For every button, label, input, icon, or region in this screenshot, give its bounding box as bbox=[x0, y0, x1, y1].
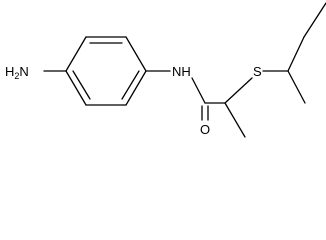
ring-bond bbox=[65, 70, 87, 106]
ring-double-bond bbox=[72, 70, 91, 100]
alpha-methyl-bond bbox=[224, 102, 246, 138]
structure-svg: H2N NH S O bbox=[5, 2, 326, 138]
ring-double-bond bbox=[121, 70, 140, 100]
ch-methyl-bond bbox=[287, 70, 306, 104]
amine-h: H bbox=[5, 64, 14, 79]
molecule-diagram: H2N NH S O bbox=[5, 2, 326, 138]
amide-nh-label: NH bbox=[172, 64, 191, 79]
ch-ethyl-bond bbox=[287, 36, 305, 72]
amine-label: H2N bbox=[5, 64, 29, 81]
amine-n: N bbox=[19, 64, 28, 79]
ethyl-methyl-bond bbox=[303, 2, 326, 38]
ring-bond bbox=[125, 36, 147, 72]
nh-carbonyl-bond bbox=[191, 77, 206, 104]
benzene-ring bbox=[65, 36, 147, 106]
sulfur-label: S bbox=[253, 64, 262, 79]
amine-subscript: 2 bbox=[14, 71, 19, 81]
ring-bond bbox=[65, 36, 87, 72]
alpha-sulfur-bond bbox=[224, 77, 253, 104]
ring-bond bbox=[125, 70, 147, 106]
carbonyl-oxygen-label: O bbox=[200, 122, 210, 137]
